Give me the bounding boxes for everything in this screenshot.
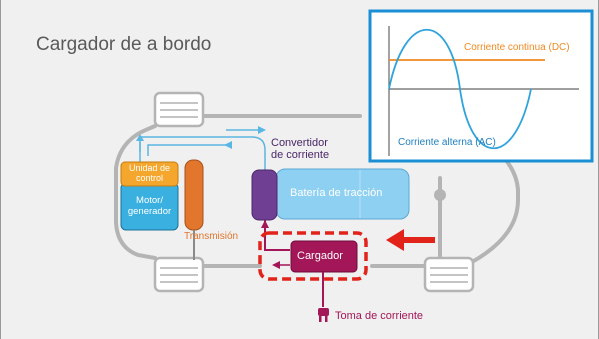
- converter-block: [251, 169, 278, 221]
- charger-highlight-box: [258, 231, 368, 281]
- plug-icon: [318, 308, 329, 322]
- ac-wave: [388, 29, 532, 149]
- converter-label: Convertidor de corriente: [271, 137, 330, 161]
- wheel-rear-right: [423, 256, 475, 293]
- arrow-up-icon: [136, 134, 144, 141]
- charger-link-arrow: [261, 220, 269, 228]
- signal-lines: [139, 129, 266, 170]
- transmission-block: [184, 159, 204, 231]
- page-title: Cargador de a bordo: [36, 34, 212, 55]
- control-unit-block: [120, 161, 179, 187]
- control-unit-label: Unidad de control: [128, 163, 171, 183]
- charger-label: Cargador: [297, 250, 343, 262]
- socket-label: Toma de corriente: [335, 310, 424, 322]
- wheel-front-left: [153, 91, 205, 128]
- wheel-rear-left: [153, 256, 205, 293]
- pointer-arrow-icon: [386, 229, 404, 251]
- motor-label: Motor/ generador: [127, 195, 172, 217]
- current-inset: [368, 9, 594, 163]
- dc-label: Corriente continua (DC): [464, 42, 570, 53]
- charger-link: [264, 220, 290, 251]
- ac-label: Corriente alterna (AC): [398, 137, 496, 148]
- arrow-left-small-icon: [272, 261, 280, 269]
- transmission-label: Transmisión: [184, 231, 239, 242]
- arrow-left-icon: [224, 141, 232, 149]
- battery-label: Batería de tracción: [290, 187, 383, 199]
- arrow-right-icon: [258, 126, 266, 134]
